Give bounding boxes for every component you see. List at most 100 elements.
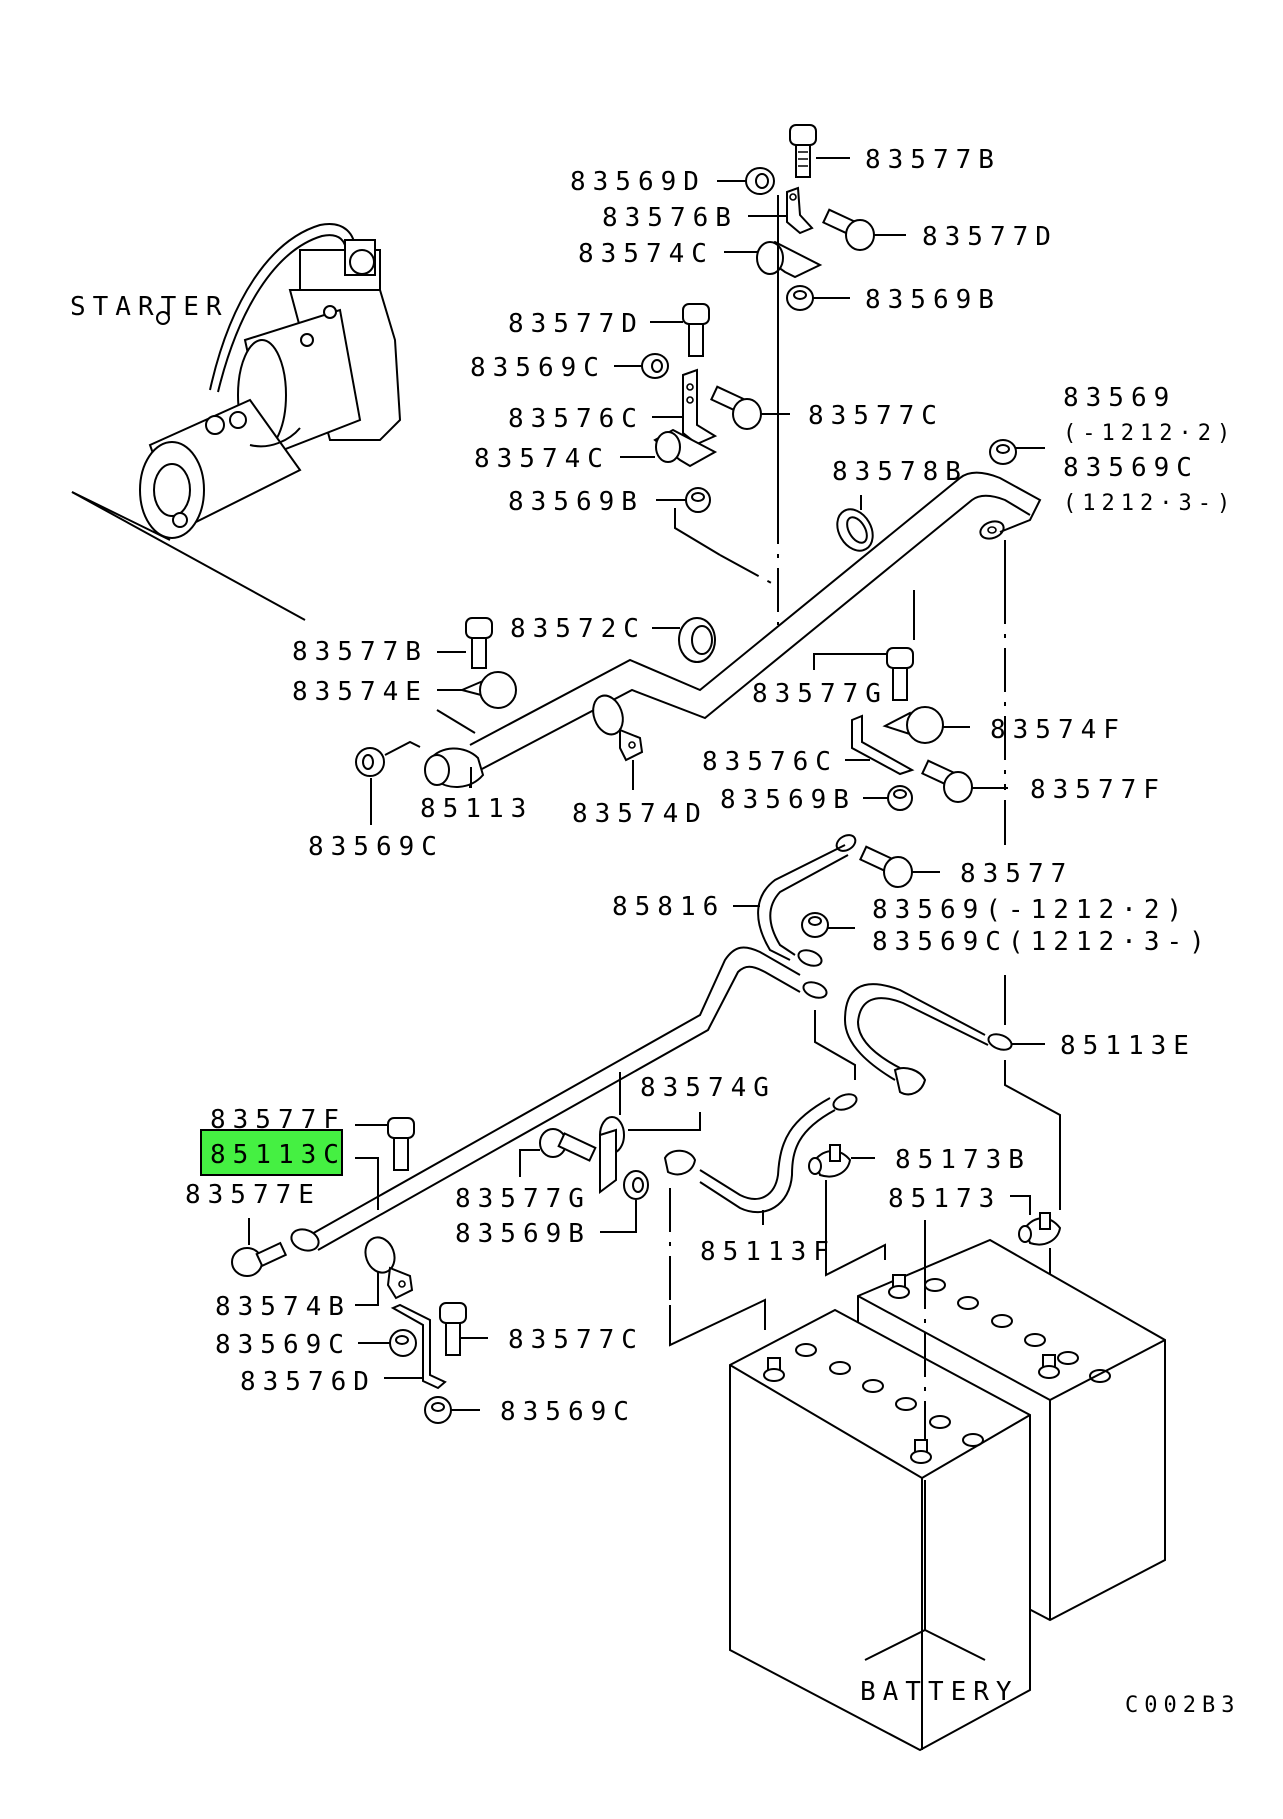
part-83577G-bolt-low [519, 1128, 597, 1177]
part-83576D-bracket [384, 1303, 447, 1390]
leader-battery-bottom [864, 1480, 986, 1661]
label-83577F-right: 83577F [1030, 775, 1166, 805]
part-83574B-clamp [355, 1236, 414, 1306]
label-83577B-left: 83577B [292, 637, 428, 667]
part-83569-nut-mid2 [801, 912, 855, 938]
label-83577D-right: 83577D [922, 222, 1058, 252]
label-83574D: 83574D [572, 799, 708, 829]
label-83569C-left: 83569C [308, 832, 444, 862]
part-83577B-bolt-top [789, 124, 850, 178]
part-83576B-bracket [748, 186, 814, 235]
leader-83574E [436, 709, 476, 734]
label-85816: 85816 [612, 892, 725, 922]
label-83569B-low: 83569B [720, 785, 856, 815]
label-85173B: 85173B [895, 1145, 1031, 1175]
label-85113C-highlighted[interactable]: 85113C [210, 1140, 346, 1170]
label-83569-right: 83569 [1063, 383, 1176, 413]
label-83569C-right: 83569C [1063, 453, 1199, 483]
part-85173B-terminal [808, 1144, 886, 1277]
label-83577: 83577 [960, 859, 1073, 889]
part-83572C-grommet [652, 617, 716, 663]
part-85113E-cable [843, 983, 1045, 1096]
part-83574C-clamp-mid [620, 428, 718, 468]
part-83574C-clamp-top [724, 240, 823, 279]
part-85113-cable [424, 471, 1042, 788]
part-83569B-nut-mid [656, 487, 711, 513]
part-83569B-nut-bottom [600, 1170, 649, 1233]
battery-front [729, 1308, 1031, 1752]
part-85113C-cable [290, 946, 856, 1252]
part-83574F-clamp [882, 706, 970, 744]
label-83577G-mid: 83577G [752, 679, 888, 709]
part-83577D-bolt [650, 303, 710, 357]
label-85113F: 85113F [700, 1237, 836, 1267]
label-83572C: 83572C [510, 614, 646, 644]
part-83577E-bolt [231, 1218, 288, 1277]
part-83576C-bracket-low [845, 714, 915, 776]
part-83574E-clamp [437, 671, 517, 709]
leader-83569B-mid [674, 508, 721, 556]
leader-83569B-mid-dash [719, 554, 776, 586]
part-83577C-bolt-low [439, 1302, 488, 1356]
label-83574F: 83574F [990, 715, 1126, 745]
label-85173: 85173 [888, 1184, 1001, 1214]
label-83574C-mid: 83574C [474, 444, 610, 474]
part-83577C-bolt-mid [710, 385, 790, 430]
label-83569C-mid2: 83569C(1212·3-) [872, 927, 1212, 957]
label-83574G: 83574G [640, 1073, 776, 1103]
part-83569-nut-right [989, 439, 1045, 465]
label-83577C-low: 83577C [508, 1325, 644, 1355]
label-83569-mid2: 83569(-1212·2) [872, 895, 1189, 925]
label-83569B-bottom: 83569B [455, 1219, 591, 1249]
part-83569C-nut-bottom [424, 1396, 480, 1424]
label-83569B-top: 83569B [865, 285, 1001, 315]
part-83569C-nut-left [355, 740, 421, 825]
label-83569C-right-note: (1212·3-) [1063, 491, 1236, 516]
label-83577C-mid: 83577C [808, 401, 944, 431]
label-85113E: 85113E [1060, 1031, 1196, 1061]
part-83569B-nut-top [786, 285, 850, 311]
label-83577B-top: 83577B [865, 145, 1001, 175]
label-83569C-mid: 83569C [470, 353, 606, 383]
label-83578B: 83578B [832, 457, 968, 487]
part-85113F-cable [663, 1093, 858, 1225]
leader-85113E-down [1004, 1060, 1061, 1210]
part-83569C-nut-bl [358, 1329, 417, 1357]
label-83569-right-note: (-1212·2) [1063, 421, 1236, 446]
label-83577G-low: 83577G [455, 1184, 591, 1214]
label-83569C-bl: 83569C [215, 1330, 351, 1360]
label-83577E: 83577E [185, 1180, 321, 1210]
part-83577G-bolt-mid [813, 647, 914, 701]
label-83574B: 83574B [215, 1292, 351, 1322]
label-85113: 85113 [420, 794, 533, 824]
starter-leader-line-2 [71, 491, 306, 621]
label-83574E: 83574E [292, 677, 428, 707]
label-83576C-low: 83576C [702, 747, 838, 777]
label-83576D: 83576D [240, 1367, 376, 1397]
label-83569B-mid: 83569B [508, 487, 644, 517]
part-83576C-bracket [652, 368, 718, 446]
figure-code: C002B3 [1125, 1693, 1240, 1718]
part-85173-terminal [1010, 1195, 1062, 1275]
part-83577D-bolt-right [822, 208, 906, 251]
leader-85113F-left-low [669, 1298, 766, 1347]
part-83577B-bolt-left [437, 617, 493, 669]
label-83574C-top: 83574C [578, 239, 714, 269]
part-83574G-clamp [599, 1072, 701, 1194]
label-83577D: 83577D [508, 309, 644, 339]
part-83577-bolt [859, 845, 940, 888]
starter-title: STARTER [70, 292, 229, 322]
part-83577F-bolt-left [355, 1117, 415, 1171]
part-83574D-clamp [592, 694, 644, 790]
highlight-box-85113C[interactable] [200, 1129, 343, 1176]
leader-85113C [355, 1157, 379, 1210]
part-83569B-nut-low [863, 785, 913, 811]
part-83569D-nut [717, 167, 775, 195]
label-83576B: 83576B [602, 203, 738, 233]
part-83578B-clamp [836, 495, 874, 552]
label-83576C: 83576C [508, 404, 644, 434]
label-83569C-bottom: 83569C [500, 1397, 636, 1427]
starter-motor-drawing [139, 223, 402, 539]
label-83569D: 83569D [570, 167, 706, 197]
